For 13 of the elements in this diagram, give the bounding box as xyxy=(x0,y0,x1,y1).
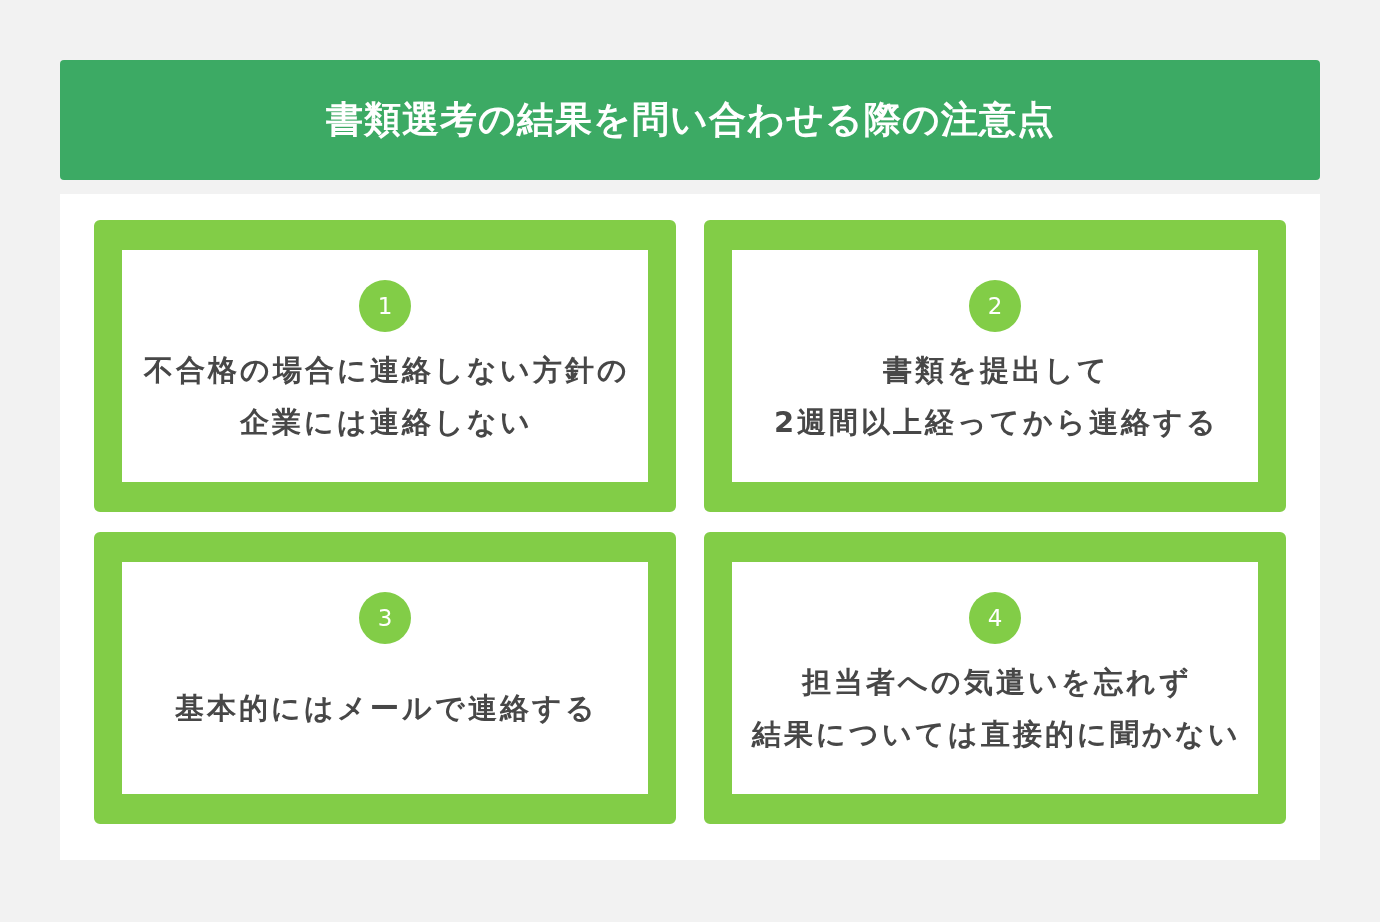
number-circle: 1 xyxy=(359,280,411,332)
tip-card xyxy=(704,532,1286,824)
tip-card xyxy=(94,220,676,512)
tip-text: 書類を提出して2週間以上経ってから連絡する xyxy=(772,352,1220,441)
number-circle: 2 xyxy=(969,280,1021,332)
tip-text: 基本的にはメールで連絡する xyxy=(174,690,598,727)
number-circle: 3 xyxy=(359,592,411,644)
diagram-title: 書類選考の結果を問い合わせる際の注意点 xyxy=(325,97,1055,143)
tip-card xyxy=(704,220,1286,512)
tip-card xyxy=(94,532,676,824)
tip-text: 不合格の場合に連絡しない方針の企業には連絡しない xyxy=(142,352,630,441)
number-circle: 4 xyxy=(969,592,1021,644)
tip-text: 担当者への気遣いを忘れず結果については直接的に聞かない xyxy=(750,664,1241,753)
